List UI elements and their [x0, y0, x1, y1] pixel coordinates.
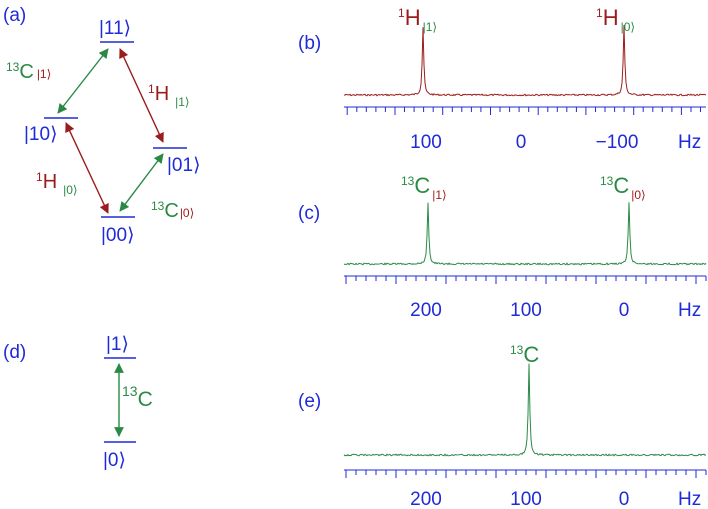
axis-ticks-b	[346, 107, 701, 115]
tick-label-c-100: 100	[510, 300, 542, 321]
peak-label-e-1: 13C	[510, 342, 539, 367]
label-c13-d: 13C	[122, 383, 153, 411]
spectrum-trace-b	[343, 25, 707, 97]
panel-label-b: (b)	[298, 33, 321, 54]
transition-arrow-h1-top	[119, 48, 164, 143]
tick-label-e-100: 100	[510, 489, 542, 509]
ket-11: |11⟩	[99, 18, 131, 39]
energy-diagram-a: |11⟩ |10⟩ |01⟩ |00⟩ 13C|1⟩ 1H|1⟩ 1H|0⟩ 1…	[6, 18, 200, 246]
peak-label-b-1: 1H|1⟩	[398, 5, 437, 34]
spectrum-b: 100 0 −100 Hz 1H|1⟩ 1H|0⟩	[343, 5, 707, 153]
tick-label-b-0: 0	[516, 132, 527, 153]
energy-diagram-d: |1⟩ |0⟩ 13C	[103, 334, 153, 471]
transition-arrow-h1-bottom	[65, 122, 109, 214]
unit-label-c: Hz	[678, 300, 701, 321]
panel-label-c: (c)	[298, 203, 320, 224]
peak-label-b-2: 1H|0⟩	[596, 5, 635, 34]
panel-label-d: (d)	[3, 342, 26, 363]
tick-label-b-neg100: −100	[596, 132, 639, 153]
label-c13-bottom: 13C|0⟩	[151, 199, 194, 222]
peak-label-c-2: 13C|0⟩	[600, 173, 646, 202]
ket-01: |01⟩	[167, 155, 200, 176]
spectrum-trace-e	[343, 363, 707, 457]
label-h1-top: 1H|1⟩	[148, 82, 190, 109]
panel-label-a: (a)	[3, 5, 26, 26]
tick-label-e-0: 0	[619, 489, 630, 509]
label-h1-bottom: 1H|0⟩	[36, 170, 78, 197]
ket-10: |10⟩	[24, 124, 57, 145]
label-c13-top: 13C|1⟩	[6, 60, 51, 83]
transition-arrow-c13-bottom	[119, 153, 164, 212]
spectrum-e: 200 100 0 Hz 13C	[343, 342, 707, 509]
spectrum-trace-c	[343, 202, 707, 266]
unit-label-b: Hz	[678, 132, 701, 153]
tick-label-e-200: 200	[410, 489, 442, 509]
ket-0: |0⟩	[103, 450, 126, 471]
unit-label-e: Hz	[678, 489, 701, 509]
tick-label-c-200: 200	[410, 300, 442, 321]
tick-label-c-0: 0	[619, 300, 630, 321]
transition-arrow-c13-top	[57, 48, 109, 114]
ket-00: |00⟩	[101, 225, 134, 246]
ket-1: |1⟩	[106, 334, 129, 355]
peak-label-c-1: 13C|1⟩	[401, 173, 447, 202]
tick-label-b-100: 100	[410, 132, 442, 153]
axis-ticks-c	[345, 276, 707, 284]
spectrum-c: 200 100 0 Hz 13C|1⟩ 13C|0⟩	[343, 173, 707, 321]
panel-label-e: (e)	[298, 391, 321, 412]
axis-ticks-e	[345, 470, 707, 478]
